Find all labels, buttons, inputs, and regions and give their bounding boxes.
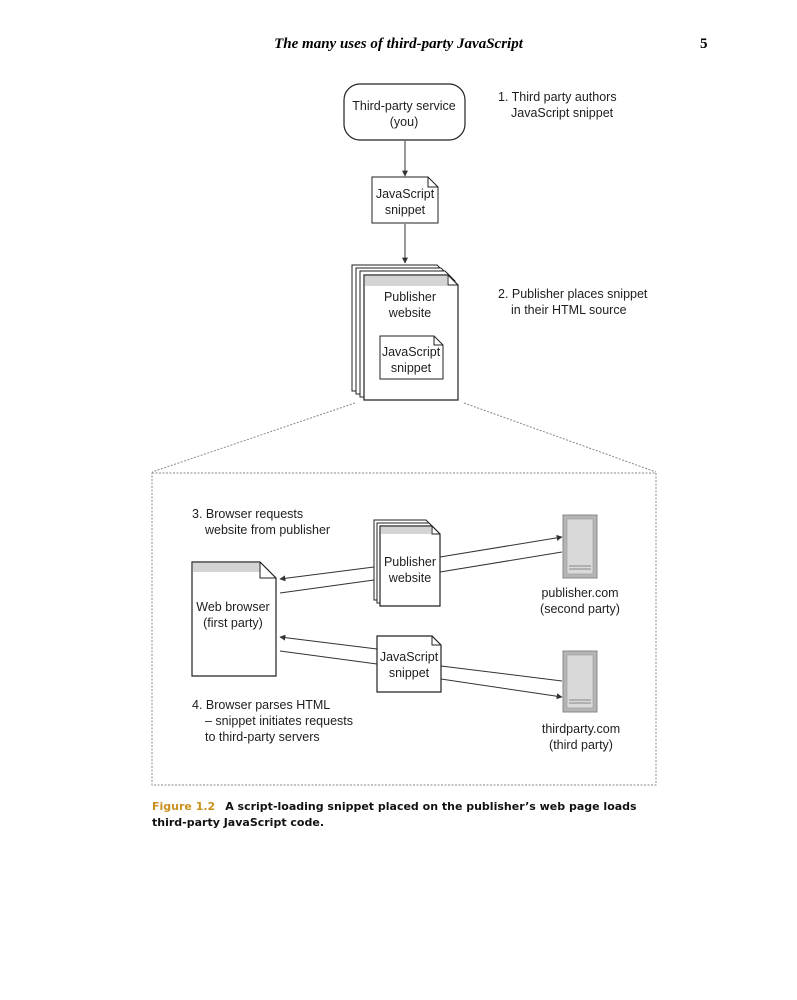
snippet-inner-line1: JavaScript (382, 345, 441, 359)
web-browser-line1: Web browser (196, 600, 269, 614)
snippet-document-inner: JavaScript snippet (379, 335, 444, 380)
arrow-response-right (439, 551, 563, 573)
web-browser-document: Web browser (first party) (191, 561, 277, 677)
publisher-website-line2: website (388, 306, 431, 320)
step2-line2: in their HTML source (511, 303, 627, 317)
arrow-request-to-thirdparty (440, 678, 563, 700)
third-party-service-line1: Third-party service (352, 99, 456, 113)
third-party-service-line2: (you) (390, 115, 418, 129)
running-header: The many uses of third-party JavaScript … (0, 36, 797, 56)
step4-line2: – snippet initiates requests (205, 714, 353, 728)
figure-label: Figure 1.2 (152, 800, 216, 813)
thirdparty-server-line2: (third party) (549, 738, 613, 752)
snippet-top-line1: JavaScript (376, 187, 435, 201)
page-number: 5 (700, 36, 708, 52)
publisher-server-icon (562, 514, 598, 579)
arrow-response-left (279, 579, 375, 594)
figure-caption-text: A script-loading snippet placed on the p… (152, 800, 637, 829)
arrow-request-to-publisher (439, 534, 563, 558)
arrow-to-browser-from-thirdparty (279, 634, 378, 650)
step4-line3: to third-party servers (205, 730, 320, 744)
arrow-request-left (279, 650, 378, 665)
publisher-server-line2: (second party) (540, 602, 620, 616)
publisher-website-zoom-line2: website (388, 571, 431, 585)
thirdparty-server-line1: thirdparty.com (542, 722, 620, 736)
snippet-top-line2: snippet (385, 203, 426, 217)
zoom-line-left (151, 402, 356, 473)
step3-line2: website from publisher (204, 523, 330, 537)
step2-line1: 2. Publisher places snippet (498, 287, 648, 301)
snippet-document-zoom: JavaScript snippet (376, 635, 442, 693)
thirdparty-server-icon (562, 650, 598, 713)
snippet-zoom-line1: JavaScript (380, 650, 439, 664)
arrow-to-browser-from-publisher (279, 566, 375, 582)
step1-line2: JavaScript snippet (511, 106, 614, 120)
publisher-website-line1: Publisher (384, 290, 436, 304)
publisher-server-line1: publisher.com (541, 586, 618, 600)
step3-line1: 3. Browser requests (192, 507, 303, 521)
step4-line1: 4. Browser parses HTML (192, 698, 330, 712)
running-title: The many uses of third-party JavaScript (274, 36, 523, 52)
publisher-website-zoom-line1: Publisher (384, 555, 436, 569)
zoom-frame (151, 472, 657, 786)
zoom-line-right (463, 402, 657, 473)
publisher-website-stack: Publisher website JavaScript snippet (351, 264, 459, 401)
snippet-document-top: JavaScript snippet (371, 176, 439, 224)
publisher-website-stack-zoom: Publisher website (373, 519, 441, 607)
step1-line1: 1. Third party authors (498, 90, 617, 104)
snippet-inner-line2: snippet (391, 361, 432, 375)
arrow-thirdparty-left-segment (440, 665, 563, 682)
web-browser-line2: (first party) (203, 616, 263, 630)
snippet-zoom-line2: snippet (389, 666, 430, 680)
third-party-service-box: Third-party service (you) (343, 83, 466, 141)
